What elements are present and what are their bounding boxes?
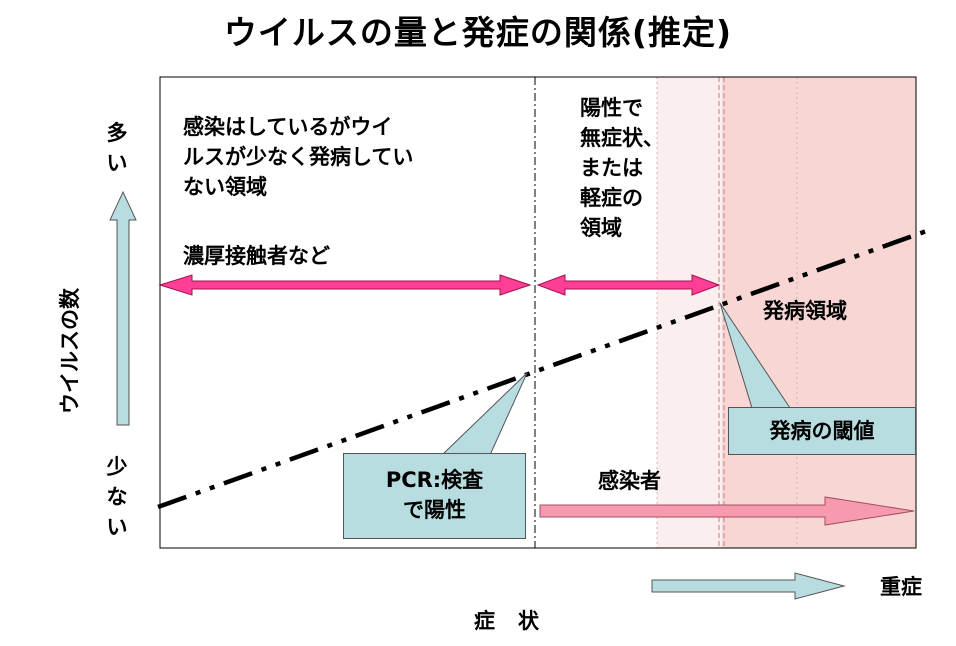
- y-axis-top-label: 多い: [106, 121, 128, 175]
- asymptomatic-region-text: 陽性で 無症状、 または 軽症の 領域: [580, 93, 664, 243]
- x-axis-symptom-label: 症 状: [474, 609, 540, 633]
- pcr-line-2: で陽性: [403, 498, 466, 522]
- y-axis-up-arrow: [109, 190, 137, 426]
- virus-load-line: [157, 226, 933, 510]
- asymptomatic-line-5: 領域: [580, 216, 622, 240]
- no-symptom-line-3: ない領域: [183, 175, 267, 199]
- severity-arrow: [651, 572, 846, 600]
- asymptomatic-double-arrow: [536, 274, 721, 296]
- zone-light-pink: [657, 77, 722, 548]
- pcr-positive-callout: PCR:検査 で陽性: [343, 453, 526, 539]
- asymptomatic-line-4: 軽症の: [580, 186, 643, 210]
- y-axis-bottom-label: 少ない: [106, 455, 128, 539]
- plot-frame: [159, 76, 917, 549]
- y-axis-label: ウイルスの数: [58, 288, 82, 414]
- page-title: ウイルスの量と発症の関係(推定): [223, 13, 733, 52]
- no-symptom-region-text: 感染はしているがウイ ルスが少なく発病してい ない領域: [183, 112, 413, 202]
- close-contacts-label: 濃厚接触者など: [183, 244, 330, 268]
- onset-region-label: 発病領域: [763, 299, 847, 323]
- onset-threshold-callout: 発病の閾値: [728, 407, 916, 455]
- x-axis-severe-label: 重症: [880, 575, 922, 599]
- no-symptom-line-2: ルスが少なく発病してい: [183, 145, 414, 169]
- zone-mid-pink: [722, 77, 916, 548]
- pcr-line-1: PCR:検査: [385, 468, 484, 492]
- asymptomatic-line-3: または: [580, 156, 643, 180]
- close-contacts-double-arrow: [158, 274, 532, 296]
- pcr-callout-pointer: [440, 372, 528, 456]
- asymptomatic-line-2: 無症状、: [580, 126, 664, 150]
- asymptomatic-line-1: 陽性で: [580, 96, 643, 120]
- no-symptom-line-1: 感染はしているがウイ: [183, 115, 393, 139]
- infected-label: 感染者: [598, 469, 661, 493]
- infected-arrow: [539, 496, 915, 526]
